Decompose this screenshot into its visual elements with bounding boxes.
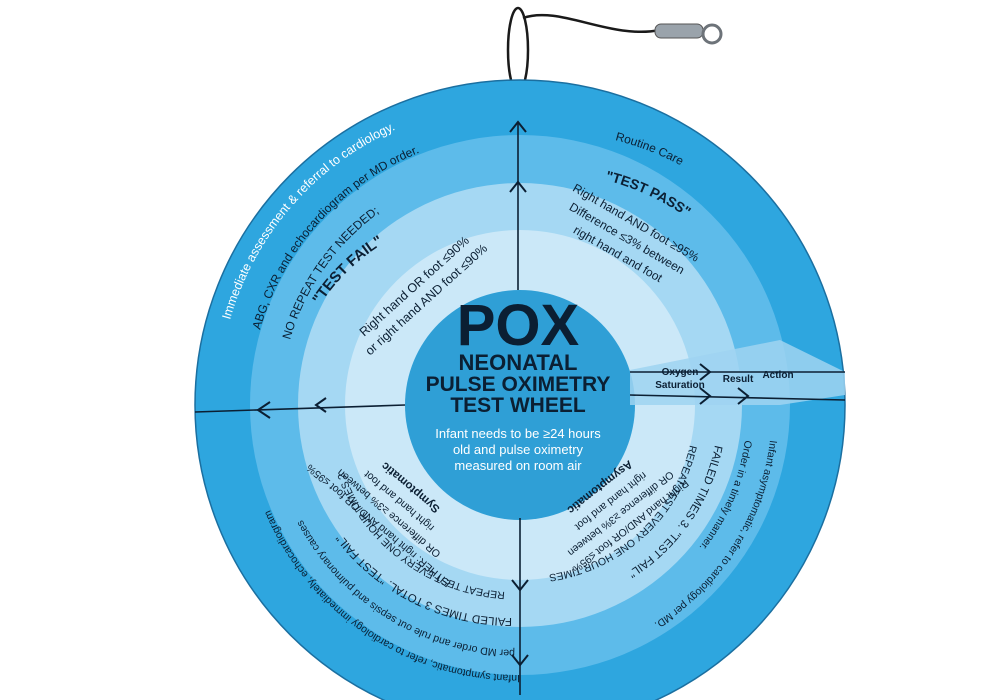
title-pox: POX xyxy=(457,293,580,358)
center-note-2: old and pulse oximetry xyxy=(453,442,584,457)
arrow-up-inner-icon xyxy=(509,180,527,193)
arrow-down-outer-icon xyxy=(511,654,529,667)
title-neonatal: NEONATAL xyxy=(459,350,578,375)
label-saturation: Saturation xyxy=(655,380,704,391)
title-pulse-oximetry: PULSE OXIMETRY xyxy=(426,373,611,396)
metal-clasp xyxy=(654,23,704,39)
lanyard-cord xyxy=(522,13,661,34)
divider-left xyxy=(194,404,406,413)
center-note-1: Infant needs to be ≥24 hours xyxy=(435,426,601,441)
label-result: Result xyxy=(723,374,754,385)
arrow-down-inner-icon xyxy=(511,579,529,592)
center-labels: POX NEONATAL PULSE OXIMETRY TEST WHEEL I… xyxy=(426,293,611,473)
arrow-left-outer-icon xyxy=(256,401,271,419)
arrows xyxy=(256,120,750,667)
arrow-up-outer-icon xyxy=(509,120,527,133)
arrow-right-top-icon xyxy=(699,363,712,381)
arrow-right-low-icon xyxy=(699,387,712,405)
divider-pointer-bottom xyxy=(629,394,846,401)
label-oxygen: Oxygen xyxy=(662,367,699,378)
key-ring xyxy=(701,23,723,45)
arrow-left-inner-icon xyxy=(314,397,327,413)
arrow-right-mid-icon xyxy=(737,387,750,405)
pointer-labels: Oxygen Saturation Result Action xyxy=(655,367,793,391)
center-disc xyxy=(405,290,635,520)
title-test-wheel: TEST WHEEL xyxy=(450,394,586,417)
center-note-3: measured on room air xyxy=(454,458,582,473)
label-action: Action xyxy=(762,370,793,381)
